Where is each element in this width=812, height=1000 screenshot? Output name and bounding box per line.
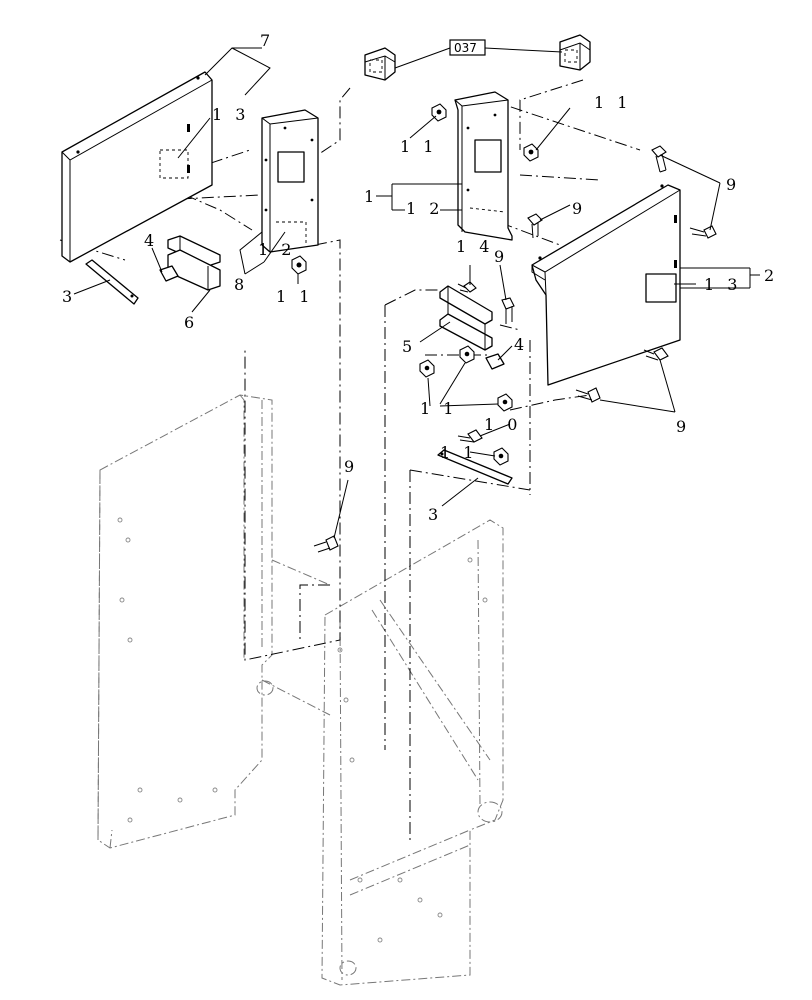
callout-panel-right: 2 bbox=[764, 266, 778, 285]
callout-bolt-10: 1 0 bbox=[484, 415, 521, 434]
callout-support-left: 1 2 bbox=[258, 240, 295, 259]
nut-left bbox=[291, 255, 307, 275]
callout-plate-left: 4 bbox=[144, 231, 158, 250]
callout-nut-strap: 1 1 bbox=[440, 443, 477, 462]
bolt-lower-right-a bbox=[643, 347, 669, 361]
bolt-10 bbox=[457, 429, 483, 443]
nut-cluster-b bbox=[419, 359, 435, 378]
connector-right bbox=[559, 34, 591, 71]
panel-left bbox=[61, 71, 213, 263]
callout-strap-right: 3 bbox=[428, 505, 442, 524]
panel-right bbox=[531, 184, 681, 386]
callout-plate-right: 4 bbox=[514, 335, 528, 354]
callouts: 7 1 3 4 3 6 1 2 8 1 1 1 1 1 1 1 1 2 9 9 … bbox=[62, 31, 778, 524]
decal-left-outline bbox=[159, 149, 189, 179]
nut-top-center bbox=[431, 103, 447, 122]
callout-bolt-14: 1 4 bbox=[456, 237, 493, 256]
callout-nut-top-right: 1 1 bbox=[594, 93, 631, 112]
plate-right bbox=[485, 353, 505, 370]
strap-left bbox=[85, 259, 139, 305]
nut-cluster-a bbox=[459, 345, 475, 364]
strap-right bbox=[437, 449, 513, 485]
bolt-center bbox=[501, 297, 515, 324]
bolt-panel-right bbox=[689, 225, 717, 239]
reference-box-037: 037 bbox=[449, 39, 486, 56]
clip-left bbox=[167, 235, 221, 291]
clip-right bbox=[439, 285, 493, 351]
callout-bolt-bottom-right: 9 bbox=[676, 417, 690, 436]
callout-panel-left: 7 bbox=[260, 31, 274, 50]
nut-strap bbox=[493, 447, 509, 466]
callout-decal-right: 1 3 bbox=[704, 275, 741, 294]
callout-group-right: 1 bbox=[364, 187, 378, 206]
callout-bolt-panel-right: 9 bbox=[726, 175, 740, 194]
callout-group-left: 8 bbox=[234, 275, 248, 294]
leader-lines bbox=[73, 47, 760, 539]
bolt-14 bbox=[457, 281, 477, 293]
decal-right bbox=[645, 273, 677, 303]
callout-nut-cluster: 1 1 bbox=[420, 399, 457, 418]
callout-bolt-center: 9 bbox=[494, 247, 508, 266]
frame-ghost bbox=[97, 394, 504, 986]
callout-bolt-right-support: 9 bbox=[572, 199, 586, 218]
callout-nut-top-center: 1 1 bbox=[400, 137, 437, 156]
callout-decal-left: 1 3 bbox=[212, 105, 249, 124]
support-right bbox=[454, 91, 513, 241]
callout-support-right: 1 2 bbox=[406, 199, 443, 218]
callout-clip-right: 5 bbox=[402, 337, 416, 356]
nut-top-right bbox=[523, 143, 539, 162]
plate-left bbox=[159, 265, 179, 282]
bolt-lower-right-b bbox=[575, 387, 601, 403]
support-left bbox=[261, 109, 319, 253]
callout-strap-left: 3 bbox=[62, 287, 76, 306]
callout-bolt-frame: 9 bbox=[344, 457, 358, 476]
bolt-top-right bbox=[651, 145, 667, 173]
bolt-frame bbox=[313, 535, 339, 553]
reference-box-label: 037 bbox=[454, 41, 477, 55]
callout-nut-left: 1 1 bbox=[276, 287, 313, 306]
connector-left bbox=[364, 47, 396, 81]
nut-cluster-c bbox=[497, 393, 513, 412]
bolt-right-support bbox=[527, 213, 543, 239]
callout-clip-left: 6 bbox=[184, 313, 198, 332]
